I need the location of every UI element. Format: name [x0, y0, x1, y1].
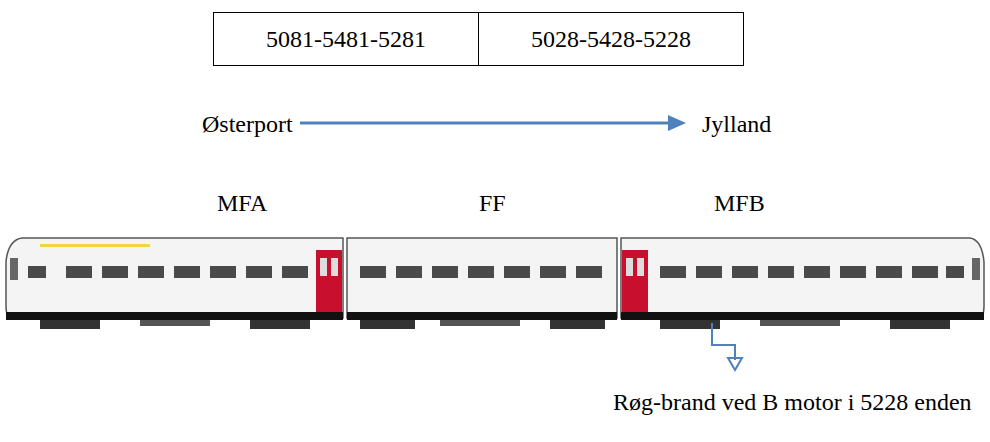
unit-number-box: 5028-5428-5228: [478, 12, 744, 66]
fire-note: Røg-brand ved B motor i 5228 enden: [613, 388, 972, 417]
station-label: Østerport: [202, 110, 293, 139]
direction-arrow: [300, 122, 670, 125]
car-label: FF: [479, 189, 506, 218]
car-ff: [347, 238, 617, 329]
car-mfb: [621, 238, 984, 329]
unit-number-box: 5081-5481-5281: [213, 12, 479, 66]
arrow-head: [668, 115, 686, 131]
station-label: Jylland: [702, 110, 771, 139]
car-mfa: [6, 238, 343, 329]
unit-number: 5081-5481-5281: [266, 25, 426, 54]
leader-head: [728, 358, 742, 370]
unit-number: 5028-5428-5228: [531, 25, 691, 54]
leader-line: [712, 323, 735, 360]
car-label: MFA: [217, 189, 267, 218]
car-label: MFB: [714, 189, 765, 218]
